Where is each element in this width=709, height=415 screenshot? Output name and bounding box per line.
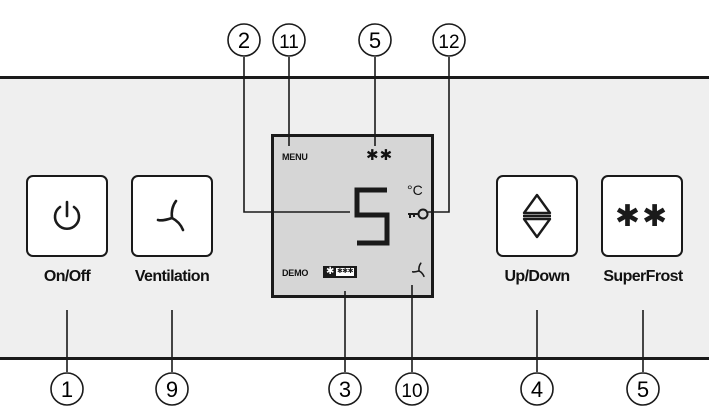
callout-3: 3: [328, 372, 362, 406]
up-down-label: Up/Down: [504, 268, 570, 285]
up-down-arrow-icon: [519, 191, 555, 241]
display-demo-indicator: DEMO: [282, 268, 309, 278]
callout-4: 4: [520, 372, 554, 406]
ventilation-button[interactable]: [131, 175, 213, 257]
display-menu-indicator: MENU: [282, 152, 308, 162]
callout-5-top: 5: [358, 23, 392, 57]
on-off-label: On/Off: [43, 268, 91, 285]
svg-text:4: 4: [531, 377, 543, 402]
leader-line-12: [428, 57, 450, 213]
ventilation-label: Ventilation: [134, 268, 210, 285]
display-unit: °C: [407, 182, 423, 198]
svg-text:10: 10: [401, 381, 422, 402]
callout-2: 2: [227, 23, 261, 57]
svg-text:5: 5: [369, 28, 381, 53]
callout-11: 11: [272, 23, 306, 57]
callout-1: 1: [50, 372, 84, 406]
callout-12: 12: [432, 23, 466, 57]
callout-5-bottom: 5: [626, 372, 660, 406]
callout-9: 9: [155, 372, 189, 406]
display-frost-stars: ✱✱✱: [336, 268, 354, 276]
svg-text:12: 12: [438, 32, 459, 53]
display-frost-indicator: ✱ ✱✱✱: [323, 266, 357, 278]
superfrost-label: SuperFrost: [603, 268, 683, 285]
svg-text:2: 2: [238, 28, 250, 53]
svg-text:5: 5: [637, 377, 649, 402]
up-down-button[interactable]: [496, 175, 578, 257]
double-star-icon: ✱✱: [614, 199, 670, 233]
svg-text:3: 3: [339, 377, 351, 402]
svg-text:11: 11: [279, 32, 299, 53]
on-off-button[interactable]: [26, 175, 108, 257]
svg-text:9: 9: [166, 377, 178, 402]
fan-icon: [152, 196, 192, 236]
display-panel: MENU ✱✱ °C DEMO ✱ ✱✱✱: [271, 134, 434, 298]
callout-10: 10: [395, 372, 429, 406]
power-icon: [49, 198, 85, 234]
display-stars-indicator: ✱✱: [366, 147, 394, 164]
leader-line-2: [243, 57, 350, 213]
svg-text:1: 1: [61, 377, 73, 402]
superfrost-button[interactable]: ✱✱: [601, 175, 683, 257]
